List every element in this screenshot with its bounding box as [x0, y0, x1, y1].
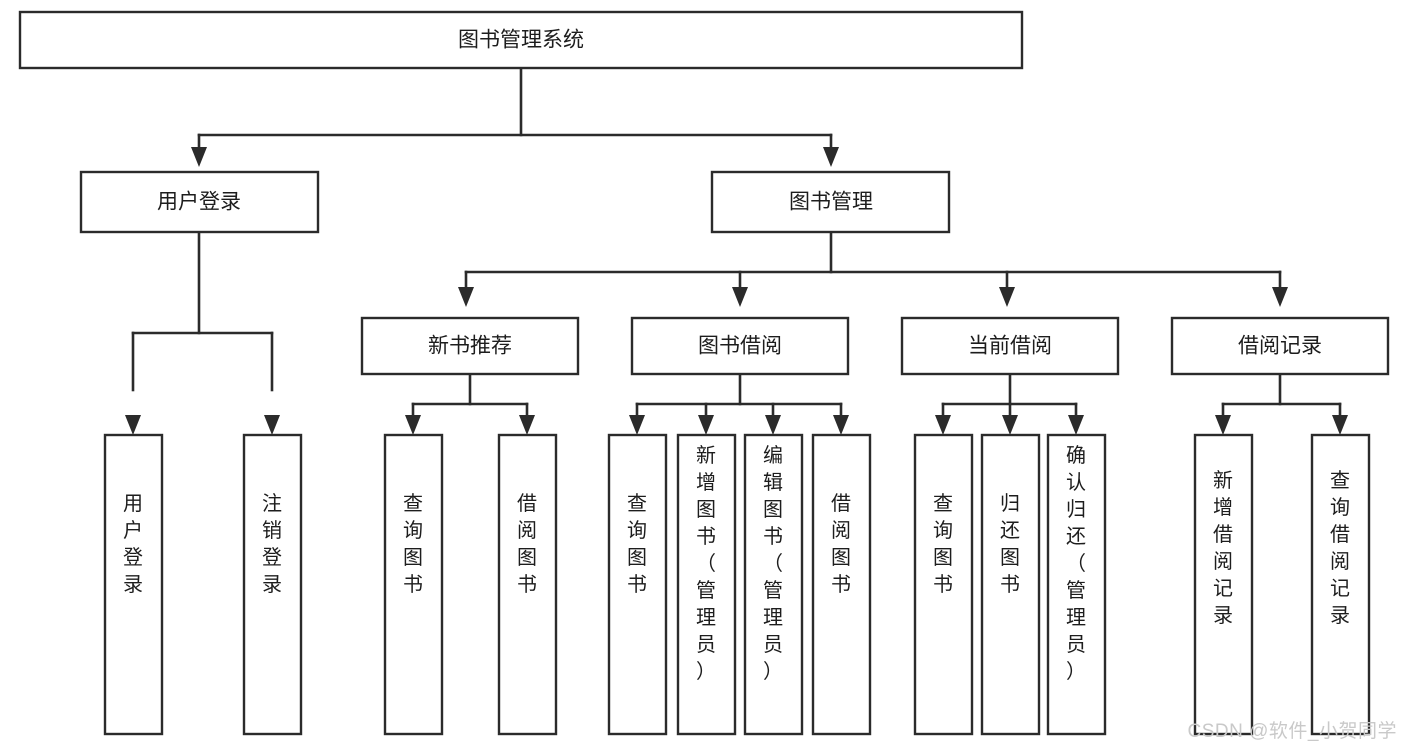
leaf-node[interactable]: 注销登录 — [242, 433, 303, 736]
node-user-login[interactable]: 用户登录 — [79, 170, 320, 234]
leaf-return-book-box[interactable] — [980, 433, 1041, 736]
leaf-query-book-3-label: 查询图书 — [933, 492, 953, 596]
arrow-root-to-user-login — [191, 147, 207, 167]
arrow-userlogin-leaf1 — [125, 415, 141, 435]
node-book-manage[interactable]: 图书管理 — [710, 170, 951, 234]
leaf-query-record-label: 查询借阅记录 — [1330, 469, 1350, 627]
node-borrow-record[interactable]: 借阅记录 — [1170, 316, 1390, 376]
leaf-user-login-label: 用户登录 — [123, 493, 143, 596]
node-new-book-recommend[interactable]: 新书推荐 — [360, 316, 580, 376]
arrow-bookborrow-leaf2 — [698, 415, 714, 435]
leaf-add-book-label: 新增图书（管理员） — [696, 444, 716, 683]
node-root-label: 图书管理系统 — [458, 29, 584, 52]
arrow-to-borrow-record — [1272, 287, 1288, 307]
leaf-user-logout-label: 注销登录 — [262, 492, 282, 596]
leaf-add-record-box[interactable] — [1193, 433, 1254, 736]
leaf-query-book-1-box[interactable] — [383, 433, 444, 736]
leaf-user-logout-box[interactable] — [242, 433, 303, 736]
node-book-borrow-label: 图书借阅 — [698, 335, 782, 358]
leaf-node[interactable]: 归还图书 — [980, 433, 1041, 736]
arrow-to-current-borrow — [999, 287, 1015, 307]
leaf-borrow-book-2-label: 借阅图书 — [831, 492, 851, 596]
node-borrow-record-box[interactable] — [1170, 316, 1390, 376]
arrow-bookborrow-leaf1 — [629, 415, 645, 435]
node-user-login-label: 用户登录 — [157, 191, 241, 214]
leaf-node[interactable]: 借阅图书 — [811, 433, 872, 736]
arrow-bookborrow-leaf3 — [765, 415, 781, 435]
leaf-node[interactable]: 新增借阅记录 — [1193, 433, 1254, 736]
arrow-to-new-book — [458, 287, 474, 307]
arrow-borrowrecord-leaf1 — [1215, 415, 1231, 435]
node-user-login-box[interactable] — [79, 170, 320, 234]
leaf-confirm-return-label: 确认归还（管理员） — [1066, 444, 1086, 683]
leaf-edit-book-label: 编辑图书（管理员） — [763, 444, 783, 683]
node-book-borrow[interactable]: 图书借阅 — [630, 316, 850, 376]
node-current-borrow[interactable]: 当前借阅 — [900, 316, 1120, 376]
leaf-node[interactable]: 查询图书 — [913, 433, 974, 736]
leaf-node[interactable]: 查询图书 — [383, 433, 444, 736]
arrow-root-to-book-manage — [823, 147, 839, 167]
arrow-currentborrow-leaf1 — [935, 415, 951, 435]
node-book-manage-box[interactable] — [710, 170, 951, 234]
leaf-node[interactable]: 查询图书 — [607, 433, 668, 736]
node-borrow-record-label: 借阅记录 — [1238, 335, 1322, 358]
leaf-node[interactable]: 借阅图书 — [497, 433, 558, 736]
node-book-borrow-box[interactable] — [630, 316, 850, 376]
leaf-borrow-book-1-box[interactable] — [497, 433, 558, 736]
leaf-borrow-book-2-box[interactable] — [811, 433, 872, 736]
node-root-box[interactable] — [18, 10, 1024, 70]
arrow-to-book-borrow — [732, 287, 748, 307]
arrow-currentborrow-leaf3 — [1068, 415, 1084, 435]
arrow-newbook-leaf2 — [519, 415, 535, 435]
leaf-edit-book-box[interactable] — [743, 433, 804, 736]
leaf-query-book-2-box[interactable] — [607, 433, 668, 736]
node-current-borrow-label: 当前借阅 — [968, 335, 1052, 358]
leaf-query-book-2-label: 查询图书 — [627, 492, 647, 596]
node-book-manage-label: 图书管理 — [789, 191, 873, 214]
leaf-node[interactable]: 确认归还（管理员） — [1046, 433, 1107, 736]
leaf-borrow-book-1-label: 借阅图书 — [517, 492, 537, 596]
leaf-return-book-label: 归还图书 — [1000, 492, 1020, 596]
leaf-query-book-1-label: 查询图书 — [403, 492, 423, 596]
leaf-query-record-box[interactable] — [1310, 433, 1371, 736]
leaf-node[interactable]: 用户登录 — [103, 433, 164, 736]
arrow-userlogin-leaf2 — [264, 415, 280, 435]
arrow-bookborrow-leaf4 — [833, 415, 849, 435]
arrow-borrowrecord-leaf2 — [1332, 415, 1348, 435]
leaf-node[interactable]: 编辑图书（管理员） — [743, 433, 804, 736]
leaf-add-record-label: 新增借阅记录 — [1213, 469, 1233, 627]
leaf-add-book-box[interactable] — [676, 433, 737, 736]
arrow-currentborrow-leaf2 — [1002, 415, 1018, 435]
node-root[interactable]: 图书管理系统 — [18, 10, 1024, 70]
leaf-query-book-3-box[interactable] — [913, 433, 974, 736]
leaf-node[interactable]: 新增图书（管理员） — [676, 433, 737, 736]
node-current-borrow-box[interactable] — [900, 316, 1120, 376]
leaf-confirm-return-box[interactable] — [1046, 433, 1107, 736]
node-new-book-recommend-box[interactable] — [360, 316, 580, 376]
leaf-node[interactable]: 查询借阅记录 — [1310, 433, 1371, 736]
connector-layer — [125, 66, 1348, 435]
arrow-newbook-leaf1 — [405, 415, 421, 435]
leaf-user-login-box[interactable] — [103, 433, 164, 736]
node-new-book-recommend-label: 新书推荐 — [428, 335, 512, 358]
